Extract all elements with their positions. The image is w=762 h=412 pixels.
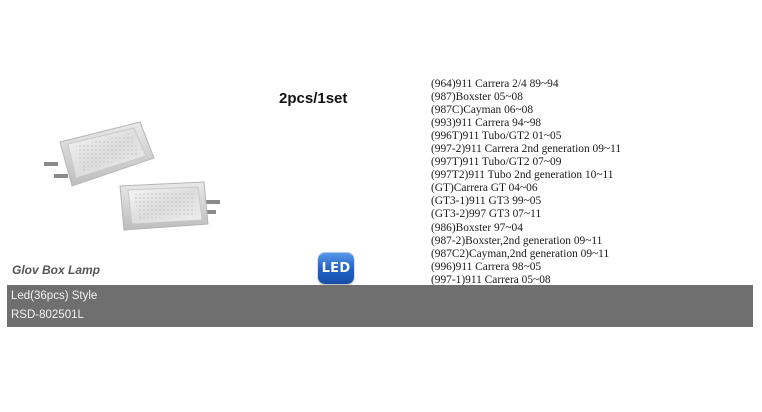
compatibility-item: (997-2)911 Carrera 2nd generation 09~11	[431, 143, 622, 156]
compatibility-item: (987C2)Cayman,2nd generation 09~11	[431, 247, 610, 260]
spec-bar: Led(36pcs) Style RSD-802501L	[7, 285, 753, 327]
compatibility-item: (986)Boxster 97~04	[431, 221, 523, 234]
compatibility-item: (987C)Cayman 06~08	[431, 104, 534, 117]
compatibility-item: (997T)911 Tubo/GT2 07~09	[431, 156, 562, 169]
lamp-left	[44, 121, 155, 187]
compatibility-item: (964)911 Carrera 2/4 89~94	[431, 78, 559, 90]
compatibility-item: (997T2)911 Tubo 2nd generation 10~11	[431, 169, 614, 182]
product-title: Glov Box Lamp	[12, 263, 101, 277]
led-badge-label: LED	[321, 260, 351, 276]
compatibility-item: (996T)911 Tubo/GT2 01~05	[431, 130, 562, 143]
compatibility-item: (996)911 Carrera 98~05	[431, 260, 542, 273]
compatibility-list: (964)911 Carrera 2/4 89~94(987)Boxster 0…	[431, 78, 621, 287]
style-label: Led(36pcs) Style	[11, 290, 98, 302]
compatibility-item: (987-2)Boxster,2nd generation 09~11	[431, 234, 603, 247]
compatibility-item: (993)911 Carrera 94~98	[431, 117, 542, 130]
part-number: RSD-802501L	[11, 309, 84, 321]
lamp-right	[119, 181, 220, 231]
compatibility-item: (GT3-2)997 GT3 07~11	[431, 208, 542, 221]
set-quantity-label: 2pcs/1set	[279, 90, 348, 107]
compatibility-item: (GT)Carrera GT 04~06	[431, 182, 538, 195]
compatibility-item: (997-1)911 Carrera 05~08	[431, 273, 551, 286]
product-photo	[44, 121, 220, 231]
led-icon: LED	[318, 252, 354, 284]
compatibility-item: (GT3-1)911 GT3 99~05	[431, 195, 542, 208]
compatibility-item: (987)Boxster 05~08	[431, 91, 523, 104]
